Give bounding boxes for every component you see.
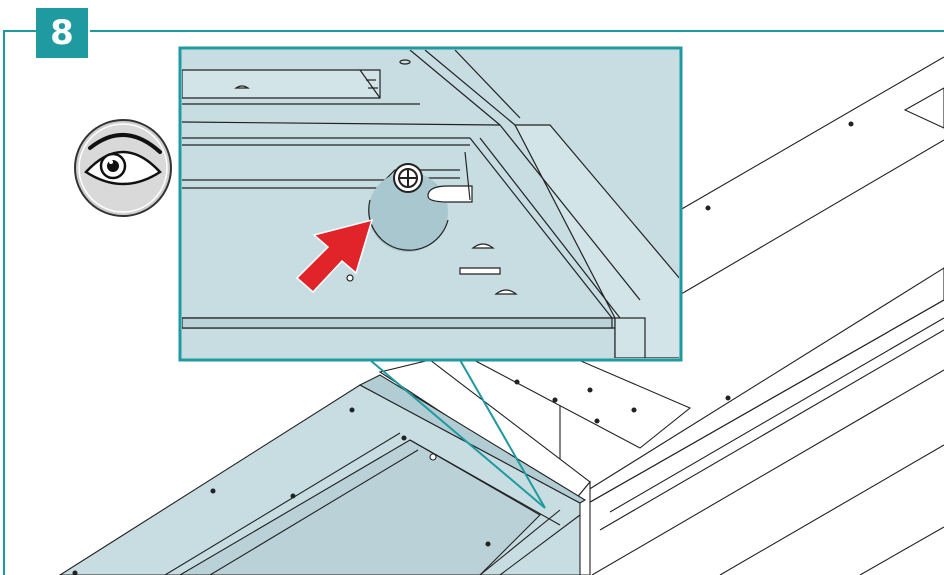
red-arrow-icon: [295, 218, 374, 294]
eye-icon: [74, 119, 172, 217]
step-number-badge: 8: [36, 8, 88, 58]
detail-callout: [178, 46, 683, 362]
step-frame: [3, 30, 944, 575]
frame-part: [58, 374, 587, 575]
screw-head-icon: [393, 163, 423, 193]
step-number: 8: [50, 13, 74, 53]
long-rail: [559, 56, 944, 575]
callout-leader: [369, 359, 546, 509]
